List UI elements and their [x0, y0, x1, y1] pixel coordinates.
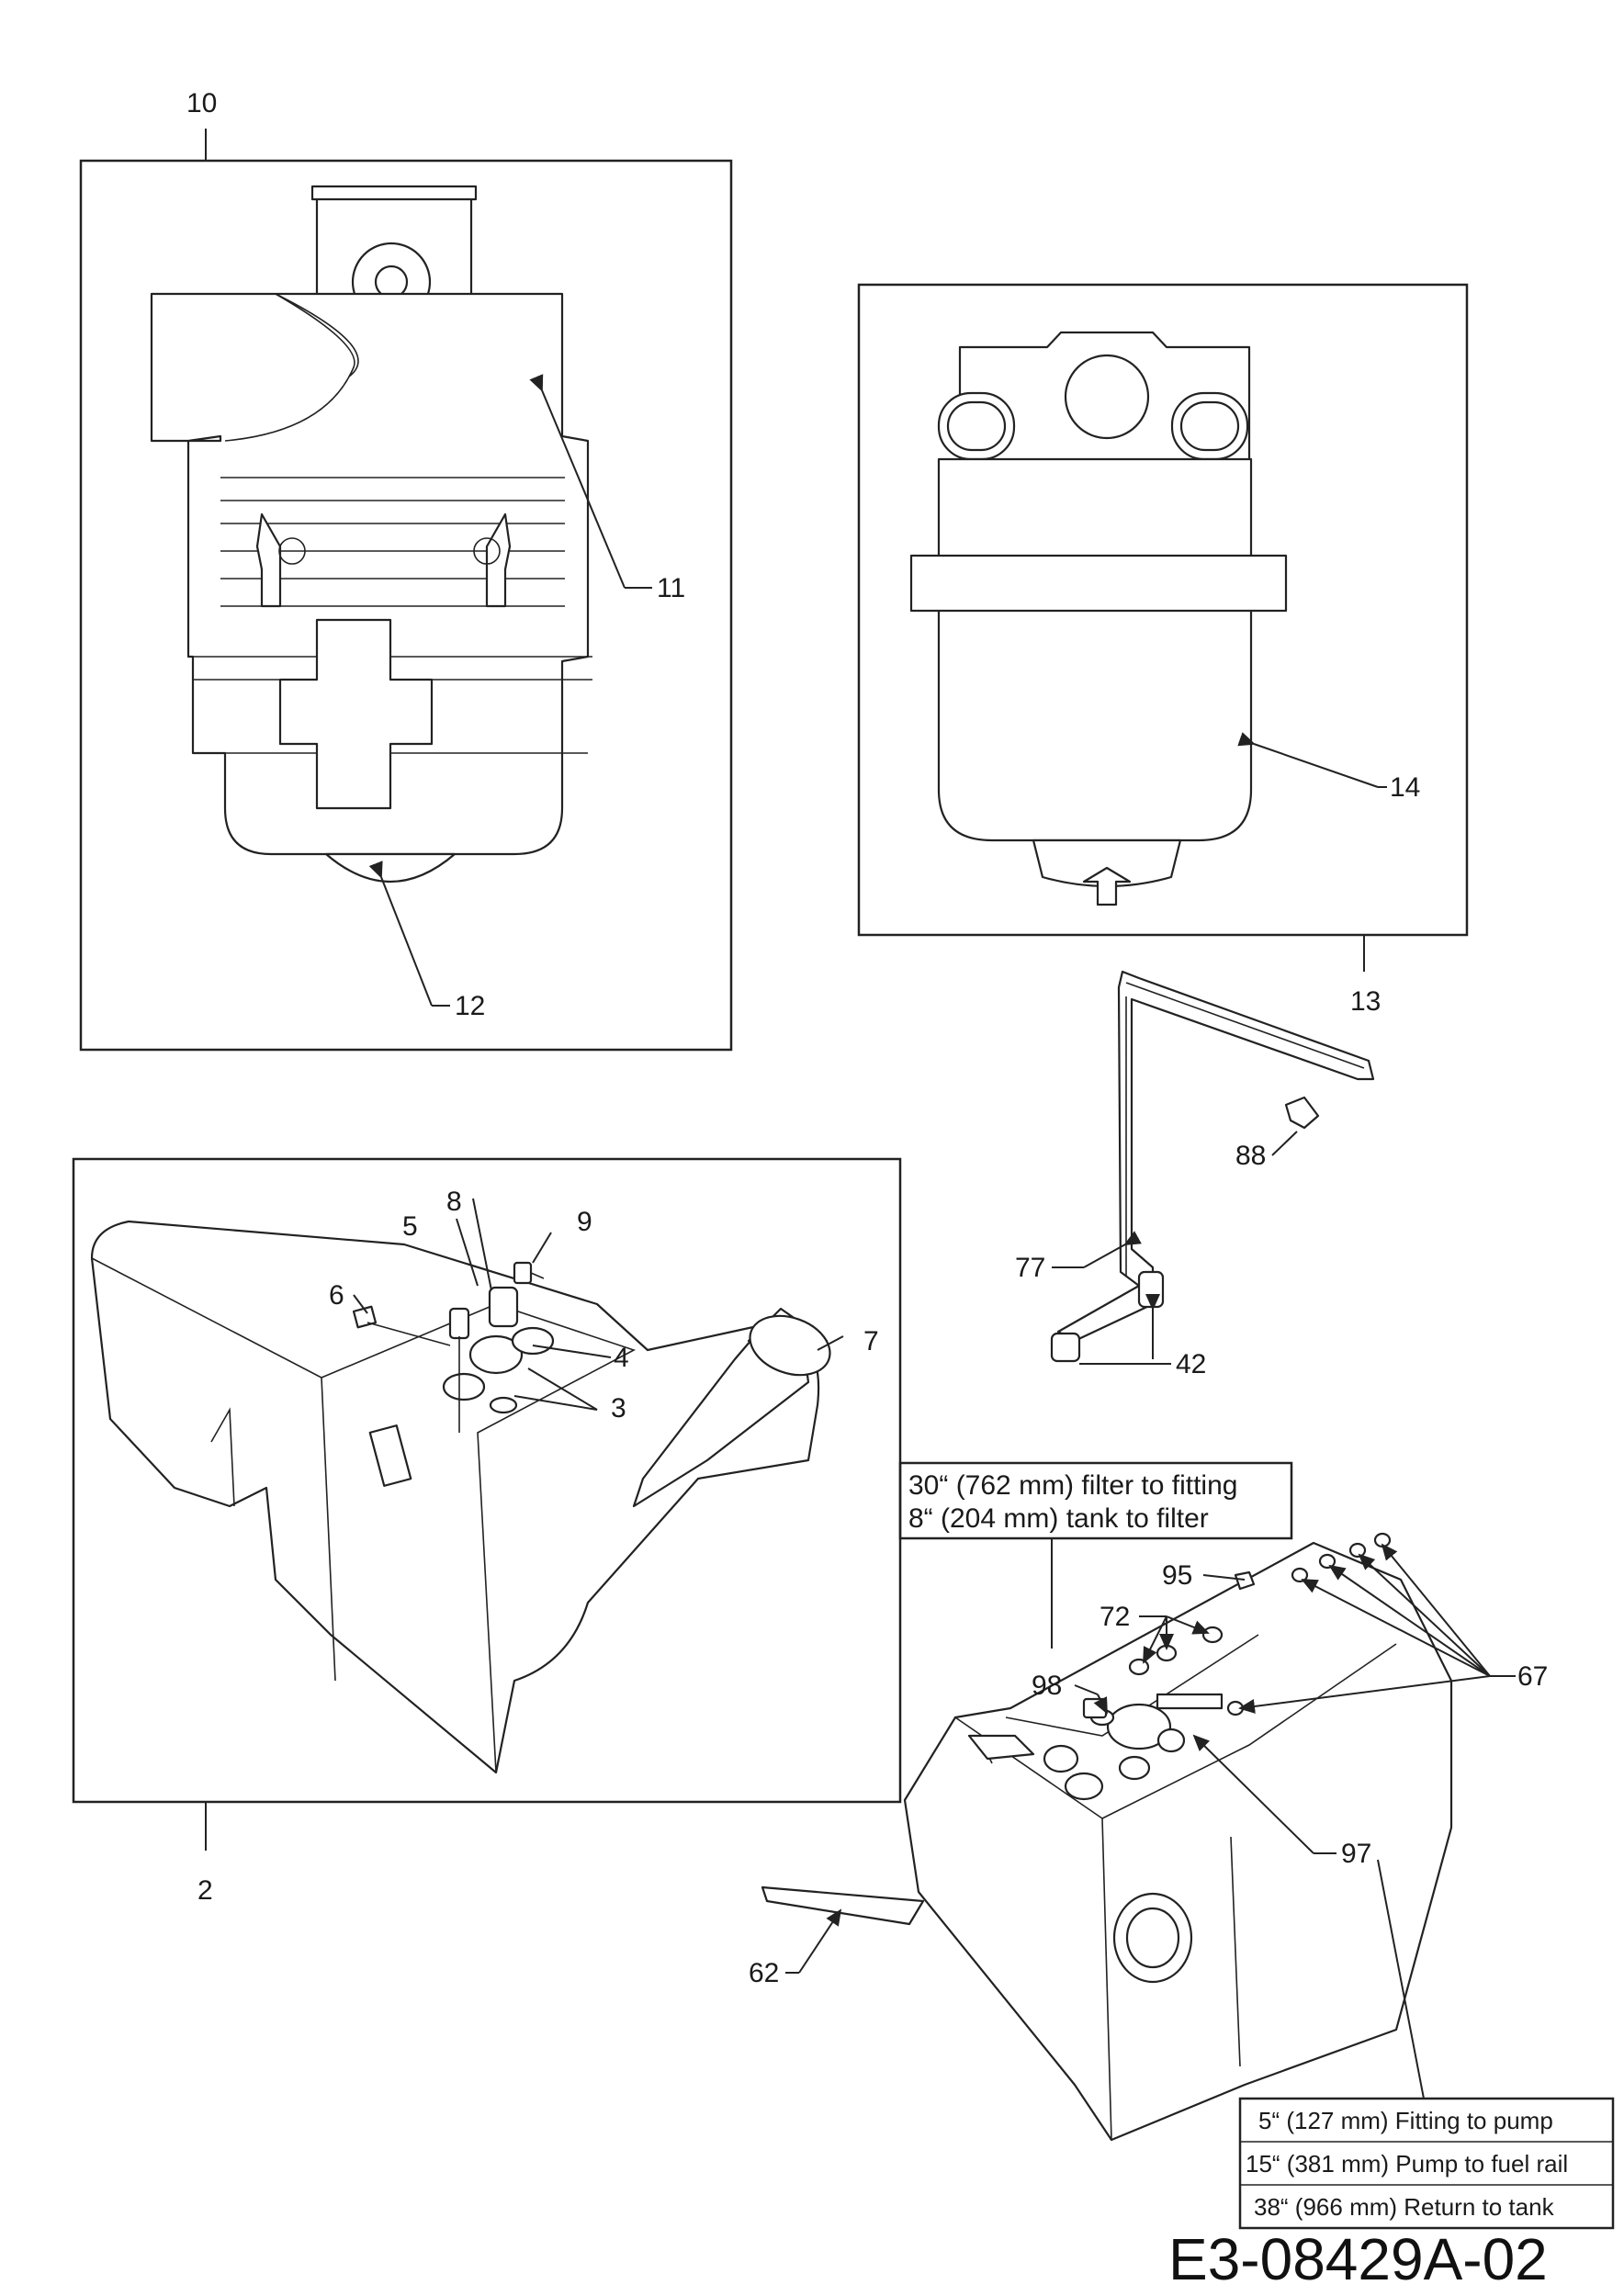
callout-7: 7: [863, 1326, 879, 1356]
callout-5: 5: [402, 1211, 418, 1242]
filter-hose-note-1: 30“ (762 mm) filter to fitting: [908, 1470, 1237, 1501]
air-filter-assembly: [79, 129, 733, 1052]
callout-11: 11: [657, 573, 685, 603]
callout-88: 88: [1235, 1141, 1266, 1171]
callout-97: 97: [1341, 1839, 1371, 1869]
hose-note-2: 15“ (381 mm) Pump to fuel rail: [1246, 2150, 1568, 2178]
fuel-tank-assembly: [72, 1157, 902, 1851]
callout-42: 42: [1176, 1349, 1206, 1379]
callout-2: 2: [197, 1875, 213, 1906]
callout-72: 72: [1100, 1602, 1130, 1632]
callout-95: 95: [1162, 1560, 1192, 1591]
diagram-code: E3-08429A-02: [1168, 2226, 1548, 2292]
callout-6: 6: [329, 1280, 344, 1311]
fuel-line-bracket: [1050, 970, 1375, 1365]
callout-4: 4: [614, 1343, 629, 1373]
callout-12: 12: [455, 991, 485, 1021]
fuel-filter-assembly: [857, 283, 1469, 972]
callout-67: 67: [1517, 1661, 1548, 1692]
hose-note-1: 5“ (127 mm) Fitting to pump: [1258, 2107, 1553, 2134]
callout-13: 13: [1350, 986, 1381, 1017]
callout-3: 3: [611, 1393, 626, 1424]
callout-14: 14: [1390, 772, 1420, 803]
callout-10: 10: [186, 88, 217, 118]
callout-8: 8: [446, 1187, 462, 1217]
callout-9: 9: [577, 1207, 592, 1237]
hose-note-3: 38“ (966 mm) Return to tank: [1254, 2193, 1555, 2221]
callout-62: 62: [749, 1958, 779, 1988]
filter-hose-note-2: 8“ (204 mm) tank to filter: [908, 1503, 1209, 1534]
callout-98: 98: [1032, 1671, 1062, 1701]
callout-77: 77: [1015, 1253, 1045, 1283]
fuel-tank-lines: [761, 1461, 1615, 2230]
